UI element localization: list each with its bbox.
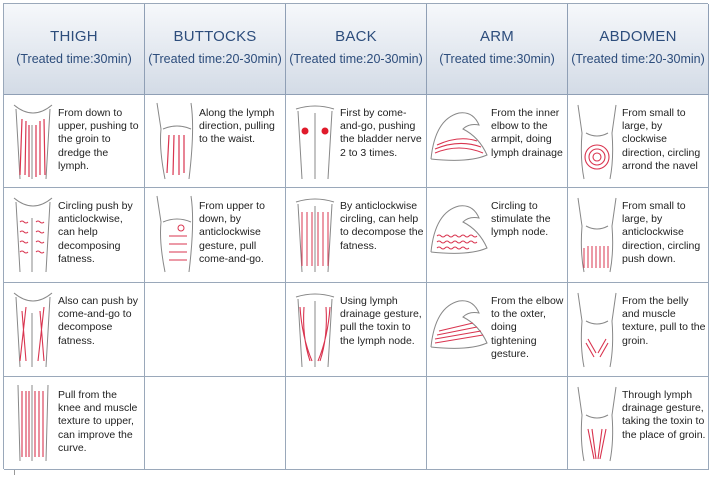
step-text: From the elbow to the oxter, doing tight… bbox=[491, 295, 564, 360]
step-text: Circling to stimulate the lymph node. bbox=[491, 200, 551, 239]
abdomen-navel-circle-illustration bbox=[577, 104, 617, 180]
buttocks-empty-3 bbox=[145, 283, 286, 377]
buttocks-empty-4 bbox=[145, 377, 286, 470]
header-title: BACK bbox=[335, 28, 377, 45]
back-empty-4 bbox=[286, 377, 427, 470]
header-title: ARM bbox=[480, 28, 514, 45]
header-subtitle: (Treated time:20-30min) bbox=[148, 52, 282, 66]
step-text: First by come-and-go, pushing the bladde… bbox=[340, 107, 422, 159]
arm-tightening-illustration bbox=[430, 300, 488, 349]
buttocks-step-2: From upper to down, by anticlockwise ges… bbox=[145, 188, 286, 283]
header-buttocks: BUTTOCKS (Treated time:20-30min) bbox=[145, 4, 286, 95]
header-title: BUTTOCKS bbox=[173, 28, 257, 45]
abdomen-pull-to-groin-illustration bbox=[577, 292, 617, 368]
thigh-upward-stroke-illustration bbox=[13, 104, 53, 180]
arm-step-3: From the elbow to the oxter, doing tight… bbox=[427, 283, 568, 377]
abdomen-step-4: Through lymph drainage gesture, taking t… bbox=[568, 377, 709, 470]
step-text: From small to large, by clockwise direct… bbox=[622, 107, 701, 172]
header-subtitle: (Treated time:30min) bbox=[439, 52, 555, 66]
arm-elbow-to-armpit-illustration bbox=[430, 112, 488, 161]
thigh-step-1: From down to upper, pushing to the groin… bbox=[4, 95, 145, 188]
abdomen-step-2: From small to large, by anticlockwise di… bbox=[568, 188, 709, 283]
arm-step-2: Circling to stimulate the lymph node. bbox=[427, 188, 568, 283]
header-thigh: THIGH (Treated time:30min) bbox=[4, 4, 145, 95]
abdomen-push-down-illustration bbox=[577, 197, 617, 273]
buttocks-lymph-stroke-illustration bbox=[156, 102, 194, 180]
step-text: From the belly and muscle texture, pull … bbox=[622, 295, 706, 347]
back-circling-illustration bbox=[295, 198, 335, 273]
thigh-circling-illustration bbox=[13, 197, 53, 273]
step-text: From small to large, by anticlockwise di… bbox=[622, 200, 701, 265]
thigh-step-2: Circling push by anticlockwise, can help… bbox=[4, 188, 145, 283]
back-step-2: By anticlockwise circling, can help to d… bbox=[286, 188, 427, 283]
buttocks-step-1: Along the lymph direction, pulling to th… bbox=[145, 95, 286, 188]
header-subtitle: (Treated time:30min) bbox=[16, 52, 132, 66]
header-abdomen: ABDOMEN (Treated time:20-30min) bbox=[568, 4, 709, 95]
step-text: Using lymph drainage gesture, pull the t… bbox=[340, 295, 422, 347]
treatment-table: THIGH (Treated time:30min) BUTTOCKS (Tre… bbox=[3, 3, 709, 470]
buttocks-circling-illustration bbox=[156, 195, 194, 273]
header-arm: ARM (Treated time:30min) bbox=[427, 4, 568, 95]
step-text: Through lymph drainage gesture, taking t… bbox=[622, 389, 706, 441]
abdomen-step-1: From small to large, by clockwise direct… bbox=[568, 95, 709, 188]
header-title: ABDOMEN bbox=[599, 28, 677, 45]
arm-empty-4 bbox=[427, 377, 568, 470]
thigh-step-4: Pull from the knee and muscle texture to… bbox=[4, 377, 145, 470]
back-bladder-nerve-illustration bbox=[295, 105, 335, 180]
header-title: THIGH bbox=[50, 28, 98, 45]
arm-step-1: From the inner elbow to the armpit, doin… bbox=[427, 95, 568, 188]
divider-mark bbox=[14, 470, 15, 475]
step-text: From down to upper, pushing to the groin… bbox=[58, 107, 139, 172]
step-text: From upper to down, by anticlockwise ges… bbox=[199, 200, 265, 265]
step-text: Pull from the knee and muscle texture to… bbox=[58, 389, 138, 454]
thigh-step-3: Also can push by come-and-go to decompos… bbox=[4, 283, 145, 377]
abdomen-lymph-to-groin-illustration bbox=[577, 386, 617, 462]
back-lymph-drainage-illustration bbox=[295, 293, 335, 368]
step-text: Along the lymph direction, pulling to th… bbox=[199, 107, 275, 146]
thigh-knee-upward-illustration bbox=[17, 384, 49, 462]
step-text: Also can push by come-and-go to decompos… bbox=[58, 295, 138, 347]
back-step-3: Using lymph drainage gesture, pull the t… bbox=[286, 283, 427, 377]
back-step-1: First by come-and-go, pushing the bladde… bbox=[286, 95, 427, 188]
header-subtitle: (Treated time:20-30min) bbox=[571, 52, 705, 66]
arm-lymph-node-illustration bbox=[430, 205, 488, 254]
header-subtitle: (Treated time:20-30min) bbox=[289, 52, 423, 66]
abdomen-step-3: From the belly and muscle texture, pull … bbox=[568, 283, 709, 377]
thigh-come-and-go-illustration bbox=[13, 292, 53, 368]
step-text: From the inner elbow to the armpit, doin… bbox=[491, 107, 563, 159]
step-text: By anticlockwise circling, can help to d… bbox=[340, 200, 424, 252]
header-back: BACK (Treated time:20-30min) bbox=[286, 4, 427, 95]
step-text: Circling push by anticlockwise, can help… bbox=[58, 200, 133, 265]
